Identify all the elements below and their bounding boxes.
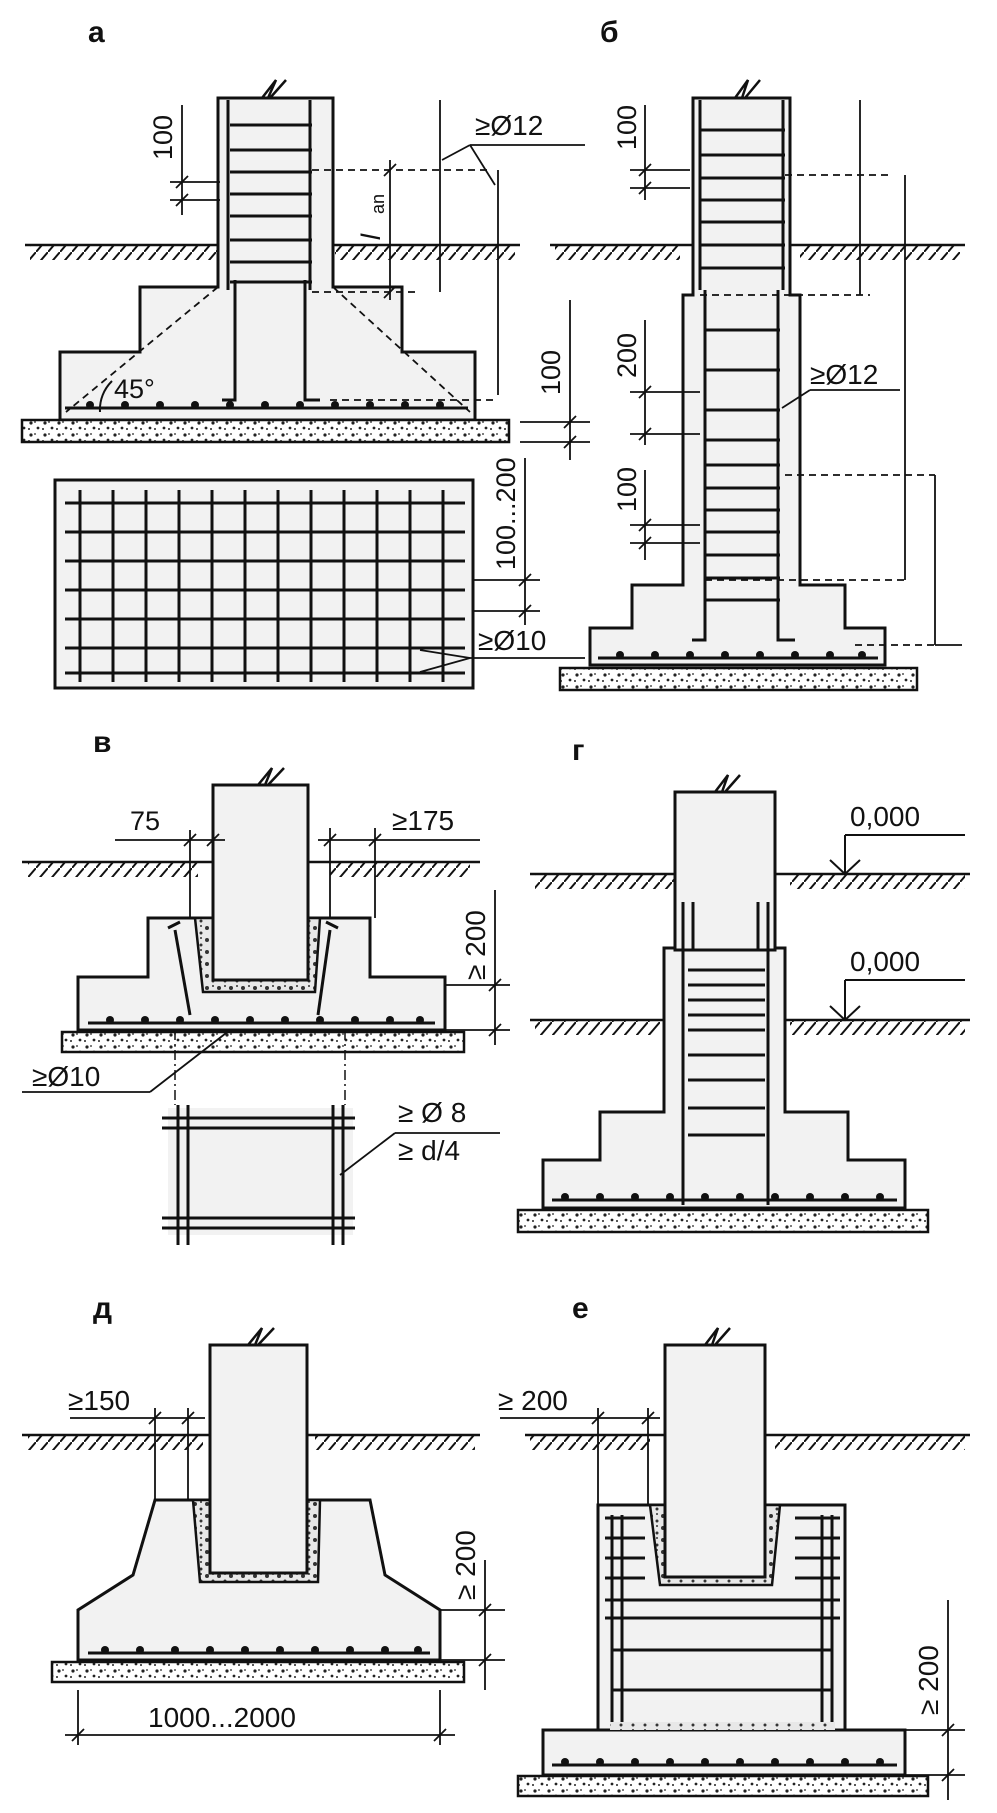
- panel-e-title: е: [572, 1292, 589, 1325]
- level-mark-1: 0,000: [850, 801, 920, 832]
- dim-75: [115, 830, 225, 918]
- ground-line: [525, 1433, 970, 1450]
- lower-slab: [541, 1728, 907, 1777]
- level-marks: [829, 834, 965, 1022]
- panel-b-title: б: [600, 16, 619, 49]
- column-ties: [230, 123, 312, 284]
- dim-ge200-top: [500, 1408, 660, 1505]
- panel-v: в 75: [22, 726, 510, 1245]
- bottom-bars: [106, 1016, 424, 1024]
- footing-plan: [53, 478, 475, 690]
- dim-100-lower: [630, 470, 700, 560]
- precast-column: [211, 783, 310, 982]
- stepped-footing-with-pedestal: [541, 946, 907, 1210]
- dim-ge175-label: ≥175: [392, 805, 454, 836]
- gravel-bedding: [20, 418, 511, 444]
- bar-dia-ge12: ≥Ø12: [810, 359, 878, 390]
- bar-dia-ge-d4: ≥ d/4: [398, 1135, 460, 1166]
- panel-e: е: [498, 1292, 970, 1800]
- dim-ge200-label: ≥ 200: [450, 1530, 481, 1600]
- lap-length-label: l: [356, 233, 386, 240]
- panel-d: д ≥150: [22, 1292, 505, 1745]
- bar-dia-ge10: ≥Ø10: [32, 1061, 100, 1092]
- dim-200-label: 200: [612, 333, 642, 378]
- column-rebar: [681, 902, 770, 1205]
- dim-100-200: [473, 458, 540, 625]
- panel-v-title: в: [93, 726, 111, 759]
- gravel-bedding: [516, 1208, 930, 1234]
- dim-100-top-label: 100: [612, 105, 642, 150]
- column-rebar: [692, 100, 795, 642]
- dim-100-200-label: 100...200: [491, 457, 521, 570]
- dim-200: [630, 320, 700, 445]
- lap-length-subscript: an: [368, 194, 388, 214]
- gravel-bedding: [558, 666, 919, 692]
- bottom-bars: [616, 651, 866, 659]
- dim-ge200: [445, 890, 510, 1045]
- dim-ge200-side-label: ≥ 200: [913, 1645, 944, 1715]
- bottom-bars: [561, 1758, 884, 1766]
- panel-d-title: д: [93, 1292, 112, 1325]
- gravel-bedding: [60, 1030, 466, 1054]
- dim-100-label: 100: [148, 115, 178, 160]
- leader-ge12: [441, 144, 585, 186]
- level-mark-2: 0,000: [850, 946, 920, 977]
- bar-dia-ge12: ≥Ø12: [475, 110, 543, 141]
- angle-label: 45°: [114, 374, 155, 404]
- bar-dia-ge8: ≥ Ø 8: [398, 1097, 466, 1128]
- dim-footing-width-label: 1000...2000: [148, 1702, 296, 1733]
- gravel-bedding: [50, 1660, 466, 1684]
- gravel-bedding: [516, 1774, 930, 1798]
- panel-a-title: а: [88, 16, 105, 49]
- column-ties: [700, 128, 785, 602]
- dim-footing-width: [65, 1690, 455, 1745]
- dim-75-label: 75: [130, 806, 160, 836]
- panel-g: г: [516, 734, 970, 1234]
- dim-100-bed: [520, 300, 590, 460]
- lap-lines: [700, 100, 962, 646]
- dim-100-bed-label: 100: [536, 350, 566, 395]
- bottom-bars: [86, 401, 444, 409]
- mesh-plan-bars: [162, 1105, 355, 1245]
- dim-100-lower-label: 100: [612, 467, 642, 512]
- lap-length: [312, 100, 499, 401]
- precast-column: [663, 1343, 767, 1579]
- stepped-footing-tall: [588, 96, 887, 667]
- dim-ge200-label: ≥ 200: [460, 910, 491, 980]
- dim-ge200: [440, 1560, 505, 1690]
- precast-column: [208, 1343, 309, 1575]
- leader-ge10: [419, 649, 585, 673]
- panel-g-title: г: [572, 734, 585, 767]
- socket-rebar: [605, 1515, 840, 1722]
- dim-100: [170, 105, 220, 215]
- bottom-bars: [101, 1646, 422, 1654]
- dim-100-top: [630, 105, 690, 200]
- dim-ge200-top-label: ≥ 200: [498, 1385, 568, 1416]
- dim-ge150-label: ≥150: [68, 1385, 130, 1416]
- panel-a: а 45°: [20, 16, 590, 690]
- plan-mesh: [65, 490, 465, 682]
- bottom-bars: [561, 1193, 884, 1201]
- column: [673, 790, 777, 952]
- bar-dia-ge10: ≥Ø10: [478, 625, 546, 656]
- dim-ge175: [318, 828, 480, 918]
- dim-ge200-side: [905, 1600, 965, 1800]
- panel-b: б: [550, 16, 965, 692]
- dim-ge150: [70, 1408, 205, 1500]
